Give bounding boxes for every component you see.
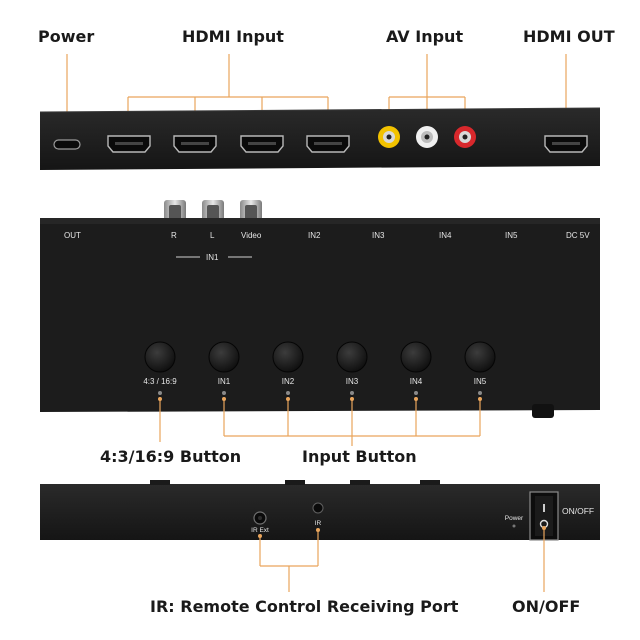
input-button-in3[interactable]: [336, 341, 368, 373]
button-label-in2: IN2: [282, 377, 295, 386]
power-led: [512, 524, 516, 528]
out-label: OUT: [64, 231, 81, 240]
rca-left-jack[interactable]: [416, 126, 438, 148]
on-off-callout: ON/OFF: [512, 597, 580, 616]
l-label: L: [210, 231, 215, 240]
av-input-callout: AV Input: [386, 27, 463, 46]
input-button-in5[interactable]: [464, 341, 496, 373]
button-label-in5: IN5: [474, 377, 487, 386]
video-label: Video: [241, 231, 262, 240]
hdmi-input-port[interactable]: [306, 135, 350, 153]
hdmi-input-callout: HDMI Input: [182, 27, 284, 46]
hdmi-input-port[interactable]: [107, 135, 151, 153]
rear-panel: [39, 107, 601, 170]
button-label-in3: IN3: [346, 377, 359, 386]
input-button-callout: Input Button: [302, 447, 417, 466]
in1-group-label: IN1: [206, 253, 219, 262]
rca-right-jack[interactable]: [454, 126, 476, 148]
ir-ext-jack[interactable]: [253, 511, 267, 525]
rca-video-jack[interactable]: [378, 126, 400, 148]
button-label-in1: IN1: [218, 377, 231, 386]
rca-plugs: [164, 200, 262, 222]
side-panel: IR Ext IR Power ON/OFF: [40, 480, 600, 541]
ir-ext-label: IR Ext: [251, 527, 269, 534]
in3-label: IN3: [372, 231, 385, 240]
foot: [532, 404, 554, 418]
hdmi-input-port[interactable]: [240, 135, 284, 153]
side-leaders: [258, 526, 546, 592]
input-button-in4[interactable]: [400, 341, 432, 373]
in5-label: IN5: [505, 231, 518, 240]
button-label-in4: IN4: [410, 377, 423, 386]
button-leaders: [158, 397, 482, 446]
button-label-aspect: 4:3 / 16:9: [143, 377, 177, 386]
power-callout: Power: [38, 27, 94, 46]
aspect-ratio-button[interactable]: [144, 341, 176, 373]
ir-port-callout: IR: Remote Control Receiving Port: [150, 597, 459, 616]
on-off-label: ON/OFF: [562, 506, 594, 516]
ir-label: IR: [315, 520, 322, 527]
r-label: R: [171, 231, 177, 240]
dc-label: DC 5V: [566, 231, 590, 240]
in2-label: IN2: [308, 231, 321, 240]
aspect-button-callout: 4:3/16:9 Button: [100, 447, 241, 466]
hdmi-output-port[interactable]: [544, 135, 588, 153]
hdmi-input-port[interactable]: [173, 135, 217, 153]
input-button-in1[interactable]: [208, 341, 240, 373]
power-led-label: Power: [505, 515, 524, 522]
in4-label: IN4: [439, 231, 452, 240]
top-panel: OUT R L Video IN2 IN3 IN4 IN5 DC 5V IN1: [40, 200, 600, 418]
led-indicators: [158, 391, 482, 395]
hdmi-out-callout: HDMI OUT: [523, 27, 615, 46]
usb-c-power-port[interactable]: [53, 139, 81, 150]
ir-receiver: [312, 502, 324, 514]
input-button-in2[interactable]: [272, 341, 304, 373]
